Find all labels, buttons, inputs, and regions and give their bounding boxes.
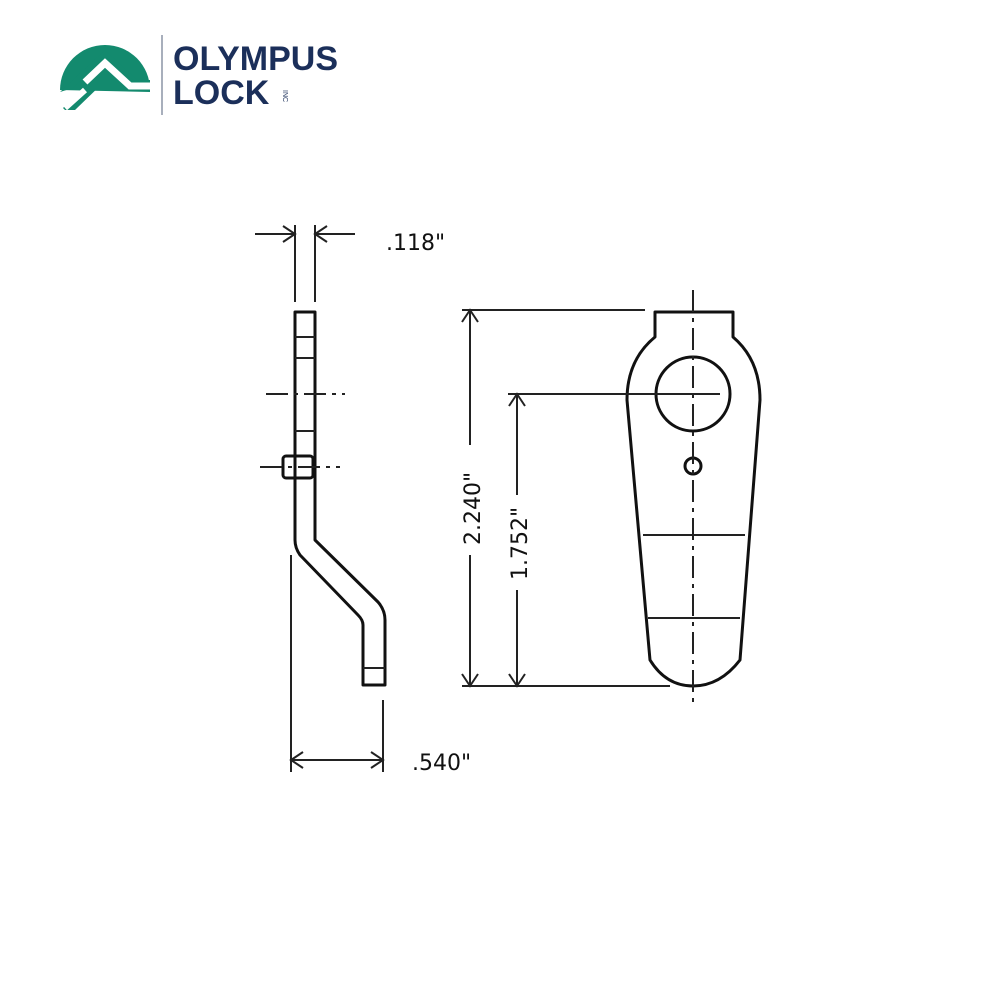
front-view (625, 290, 762, 708)
mountain-logo-mark-icon (60, 45, 150, 111)
side-view (260, 310, 387, 687)
hole-to-end-dimension: 1.752" (508, 392, 720, 688)
olympus-lock-logo: OLYMPUS LOCK INC (60, 35, 338, 115)
offset-dimension: .540" (289, 555, 471, 776)
thickness-dimension: .118" (255, 225, 445, 302)
thickness-label: .118" (386, 231, 445, 256)
overall-length-label: 2.240" (461, 472, 486, 545)
hole-to-end-label: 1.752" (508, 507, 533, 580)
offset-label: .540" (412, 751, 471, 776)
brand-suffix: INC (281, 90, 288, 102)
overall-length-dimension: 2.240" (461, 308, 670, 688)
brand-name-line1: OLYMPUS (173, 40, 338, 78)
brand-name-line2: LOCK (173, 74, 270, 112)
